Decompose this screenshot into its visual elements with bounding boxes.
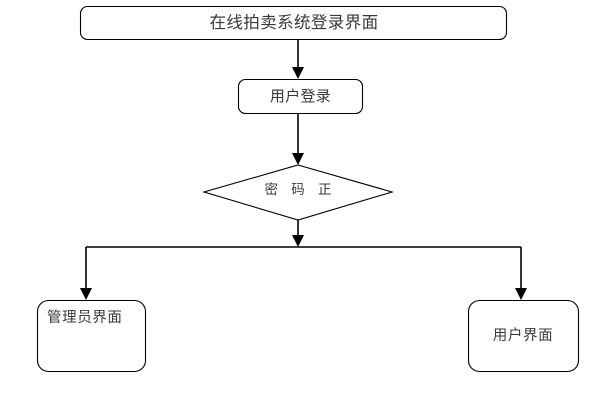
- arrowhead-icon: [292, 153, 304, 165]
- node-user-interface-shape[interactable]: [467, 299, 580, 373]
- arrowhead-icon: [292, 235, 304, 247]
- arrowhead-icon: [292, 67, 304, 79]
- arrowhead-icon: [80, 288, 92, 300]
- node-login-shape[interactable]: [237, 78, 364, 115]
- node-admin-interface-shape[interactable]: [36, 299, 147, 373]
- edge-branch-to-admin-interface: [80, 247, 92, 300]
- node-decision-shape[interactable]: [202, 164, 394, 221]
- edge-decision-to-branch: [292, 220, 304, 247]
- arrowhead-icon: [515, 288, 527, 300]
- node-title-shape[interactable]: [79, 5, 508, 41]
- edge-title-to-login: [292, 40, 304, 79]
- edge-login-to-decision: [292, 114, 304, 165]
- edge-branch-to-user-interface: [515, 247, 527, 300]
